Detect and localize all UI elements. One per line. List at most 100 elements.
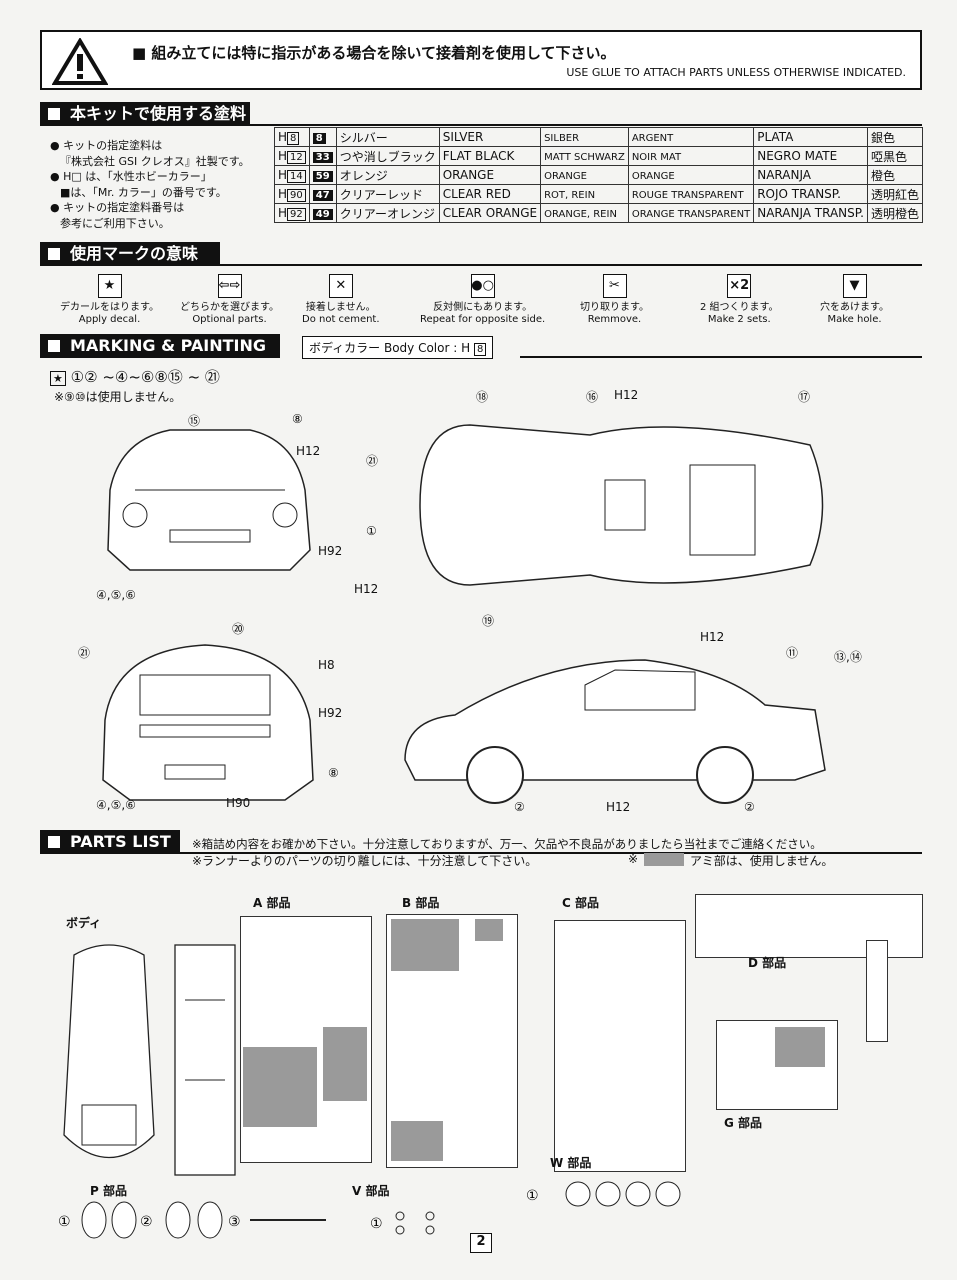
paint-cell-jp: シルバー (335, 127, 440, 147)
marking-callout: ⑪ (786, 646, 799, 660)
paint-note-line: ● キットの指定塗料は (50, 139, 163, 152)
grey-swatch (644, 853, 684, 866)
marking-callout: ㉑ (78, 646, 91, 660)
mark-jp: 反対側にもあります。 (433, 302, 533, 313)
marking-callout: H12 (296, 444, 321, 458)
instruction-page: ■ 組み立てには特に指示がある場合を除いて接着剤を使用して下さい。 USE GL… (40, 30, 923, 1255)
marking-callout: ⑬,⑭ (834, 650, 862, 664)
body-part-drawing (63, 944, 155, 1158)
paint-section-header: 本キットで使用する塗料 (40, 102, 250, 126)
body-color-label: ボディカラー Body Color : H (309, 341, 471, 355)
marking-callout: ⑧ (292, 412, 303, 426)
d-parts-label: D 部品 (748, 956, 787, 970)
svg-text:②: ② (140, 1214, 153, 1230)
paint-cell-fr: ORANGE (627, 165, 755, 185)
warning-triangle-icon (52, 38, 108, 85)
mark-jp: 接着しません。 (305, 302, 376, 313)
paint-cell-mr: 49 (308, 203, 337, 223)
v-parts-drawing: ① (370, 1211, 435, 1235)
parts-note-1: ※箱詰め内容をお確かめ下さい。十分注意しておりますが、万一、欠品や不良品がありま… (192, 837, 822, 851)
mark-jp: 2 組つくります。 (700, 302, 779, 313)
rear-view-drawing (102, 644, 314, 801)
marking-section-header: MARKING & PAINTING (40, 334, 280, 358)
repeat-opposite-icon: ●○ (470, 274, 495, 298)
mark-jp: 切り取ります。 (580, 302, 649, 313)
mark-en: Repeat for opposite side. (420, 314, 546, 325)
mark-legend-item: ▼穴をあけます。Make hole. (820, 274, 889, 326)
body-color-box: ボディカラー Body Color : H 8 (302, 336, 494, 359)
marking-callout: ⑯ (586, 390, 599, 404)
d-parts-strip (866, 940, 888, 1042)
paint-cell-es: NEGRO MATE (753, 146, 868, 166)
make-two-icon: ×2 (727, 274, 752, 298)
marking-callout: H12 (606, 800, 631, 814)
front-view-drawing (107, 429, 311, 571)
marking-callout: ⑧ (328, 766, 339, 780)
marking-callout: H12 (700, 630, 725, 644)
parts-note-3-prefix: ※ (628, 852, 639, 866)
paint-notes: ● キットの指定塗料は 『株式会社 GSI クレオス』社製です。 ● H□ は、… (50, 138, 250, 231)
parts-note-2: ※ランナーよりのパーツの切り離しには、十分注意して下さい。 (192, 854, 538, 868)
marking-callout: ⑳ (232, 622, 245, 636)
marks-section-header: 使用マークの意味 (40, 242, 220, 266)
paint-cell-mr: 59 (308, 165, 337, 185)
paint-cell-de: SILBER (540, 127, 629, 147)
paint-cell-de: ORANGE, REIN (540, 203, 629, 223)
a-parts-label: A 部品 (253, 896, 291, 910)
paint-cell-jp: クリアーオレンジ (335, 203, 440, 223)
body-label: ボディ (66, 916, 102, 930)
mark-legend-item: ✕接着しません。Do not cement. (302, 274, 380, 326)
svg-text:①: ① (58, 1214, 71, 1230)
body-color-number: 8 (473, 343, 487, 356)
svg-text:①: ① (526, 1188, 539, 1204)
p-parts-tires: ① ② ③ (58, 1201, 326, 1239)
glue-warning-banner: ■ 組み立てには特に指示がある場合を除いて接着剤を使用して下さい。 USE GL… (40, 30, 922, 90)
mark-legend-item: ●○ 反対側にもあります。Repeat for opposite side. (420, 274, 545, 326)
paint-cell-de: ORANGE (540, 165, 629, 185)
marking-callout: H12 (354, 582, 379, 596)
paint-cell-fr: ARGENT (627, 127, 755, 147)
paint-cell-fr: ROUGE TRANSPARENT (627, 184, 755, 204)
marking-callout: ④,⑤,⑥ (96, 798, 136, 812)
paint-cell-es: NARANJA TRANSP. (753, 203, 868, 223)
paint-cell-fr: ORANGE TRANSPARENT (627, 203, 755, 223)
marking-callout: ② (744, 800, 755, 814)
mark-legend-item: ★デカールをはります。Apply decal. (60, 274, 159, 326)
paint-cell-en: CLEAR RED (438, 184, 542, 204)
marking-callout: ① (366, 524, 377, 538)
no-cement-icon: ✕ (328, 274, 353, 298)
marking-callout: ⑱ (476, 390, 489, 404)
mark-jp: どちらかを選びます。 (180, 302, 279, 313)
paint-cell-jp: クリアーレッド (335, 184, 440, 204)
marking-callout: H90 (226, 796, 251, 810)
g-parts-label: G 部品 (724, 1116, 763, 1130)
marking-callout: ⑮ (188, 414, 201, 428)
paint-note-line: ■は、「Mr. カラー」の番号です。 (60, 185, 227, 199)
paint-note-line: 『株式会社 GSI クレオス』社製です。 (60, 154, 250, 168)
marking-callout: H92 (318, 706, 343, 720)
marking-callout: ④,⑤,⑥ (96, 588, 136, 602)
parts-note-3: アミ部は、使用しません。 (690, 854, 834, 868)
decal-sequence: ★ ①② ~④~⑥⑧⑮ ~ ㉑ (50, 366, 220, 387)
page-number: 2 (470, 1233, 492, 1253)
marking-callout: ⑲ (482, 614, 495, 628)
mark-jp: 穴をあけます。 (820, 302, 889, 313)
marking-callout: ㉑ (366, 454, 379, 468)
paint-cell-es: PLATA (753, 127, 868, 147)
marking-callout: ② (514, 800, 525, 814)
drill-hole-icon: ▼ (842, 274, 867, 298)
paint-cell-en: FLAT BLACK (438, 146, 542, 166)
paint-cell-jp: オレンジ (335, 165, 440, 185)
g-parts-runner (716, 1020, 838, 1110)
paint-cell-de: ROT, REIN (540, 184, 629, 204)
a-parts-runner (240, 916, 372, 1163)
marking-callout: H8 (318, 658, 335, 672)
mark-en: Remmove. (587, 314, 642, 325)
paint-note-line: ● キットの指定塗料番号は (50, 201, 185, 214)
paint-cell-mr: 33 (308, 146, 337, 166)
paint-cell-cn: 銀色 (866, 127, 923, 147)
